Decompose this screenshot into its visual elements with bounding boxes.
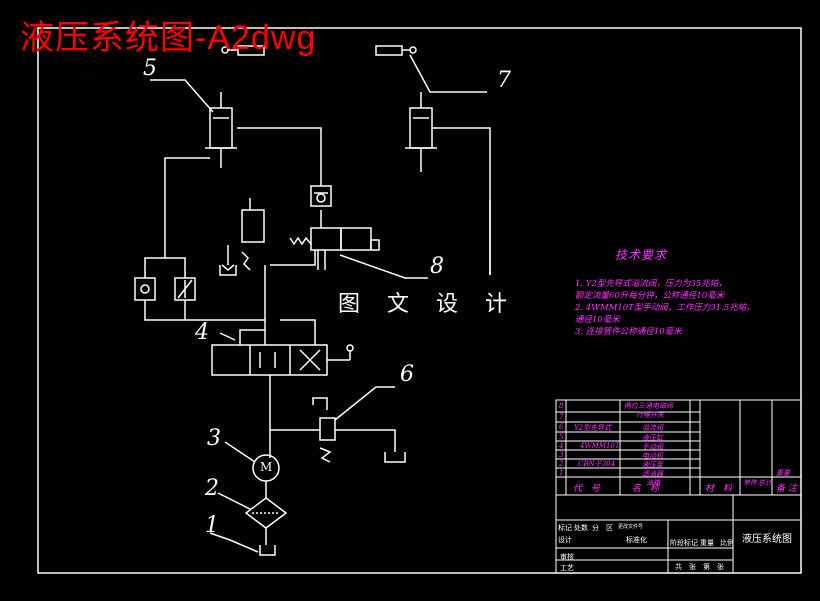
tb-count: 处数 [574,524,588,532]
check-valve [310,185,332,207]
tb-stage: 阶段标记 [670,539,698,547]
tb-marks: 标记 [558,524,572,532]
unit-weight-label: 单件 [743,479,757,487]
row-name: 手动阀 [642,443,663,451]
tank-main [259,545,276,556]
tb-design: 设计 [558,536,572,544]
tb-sheets: 共 张 第 张 [675,563,724,571]
tb-std: 标准化 [626,536,647,544]
row-sub: 行程开关 [636,411,664,419]
drawing-title: 液压系统图 [742,534,792,545]
row-name: 液压缸 [642,434,663,442]
motor-label: M [260,460,273,474]
title-block [555,399,802,574]
drawing-frame [37,27,802,574]
row-name: 两位三通电磁阀 [624,402,673,410]
header-material: 材 料 [705,484,733,494]
callout-3: 3 [207,426,221,451]
tank-relief [384,452,406,463]
limit-switch-right [375,45,403,56]
header-name: 名 称 [632,484,660,494]
row-no: 7 [559,413,564,421]
weight-label: 重量 [776,469,790,477]
tb-weight: 重量 [700,539,714,547]
tb-review: 审核 [560,553,574,561]
callout-5: 5 [143,56,157,81]
row-no: 2 [559,460,564,468]
row-code: CBN-F304 [578,460,616,468]
callout-7: 7 [497,68,511,93]
row-no: 1 [559,469,564,477]
header-note: 备 注 [776,484,797,494]
sequence-valve [221,198,265,271]
cylinder-left [205,92,237,168]
callout-2: 2 [205,476,219,501]
watermark-title: 液压系统图-A2dwg [20,19,317,57]
header-code: 代 号 [573,484,601,494]
callout-8: 8 [430,254,444,279]
row-name: 溢流阀 [642,424,663,432]
tech-title: 技术要求 [615,248,668,262]
row-no: 3 [559,451,564,459]
manual-valve-4 [211,344,354,395]
relief-valve-6 [312,397,336,463]
tech-notes: 1. Y2型先导式溢流阀，压力为35兆帕， 额定流量60升每分钟，公称通径10毫… [575,278,755,338]
callout-6: 6 [400,362,414,387]
row-code: 4WMM10T [580,442,620,450]
row-no: 6 [559,423,564,431]
row-name: 液压泵 [642,461,663,469]
solenoid-valve-8 [289,227,380,270]
tb-scale: 比例 [720,539,734,547]
callout-4: 4 [195,320,209,345]
row-name: 油箱 [646,479,660,487]
row-name: 滤油器 [642,470,663,478]
check-valve-left [134,277,156,301]
row-no: 5 [559,433,564,441]
tech-line: 1. Y2型先导式溢流阀，压力为35兆帕， [575,279,727,289]
row-no: 4 [559,442,564,450]
tech-line: 2. 4WMM10T型手动阀，工作压力31.5兆帕，通径10毫米 [575,303,755,325]
total-weight-label: 总计 [758,479,772,487]
tb-process: 工艺 [560,564,574,572]
row-name: 电动机 [642,452,663,460]
callout-1: 1 [205,513,219,538]
row-code: Y2型先导式 [574,424,612,432]
throttle-valve [174,277,196,301]
tech-line: 额定流量60升每分钟，公称通径10毫米 [575,291,725,301]
overlay-label: 图 文 设 计 [338,292,517,317]
tb-zone: 分 区 [592,524,613,532]
row-no: 8 [559,402,564,410]
tb-change: 更改文件号 [618,524,644,530]
tech-line: 3. 连接管件公称通径10毫米 [575,327,682,337]
cylinder-right [405,92,437,172]
